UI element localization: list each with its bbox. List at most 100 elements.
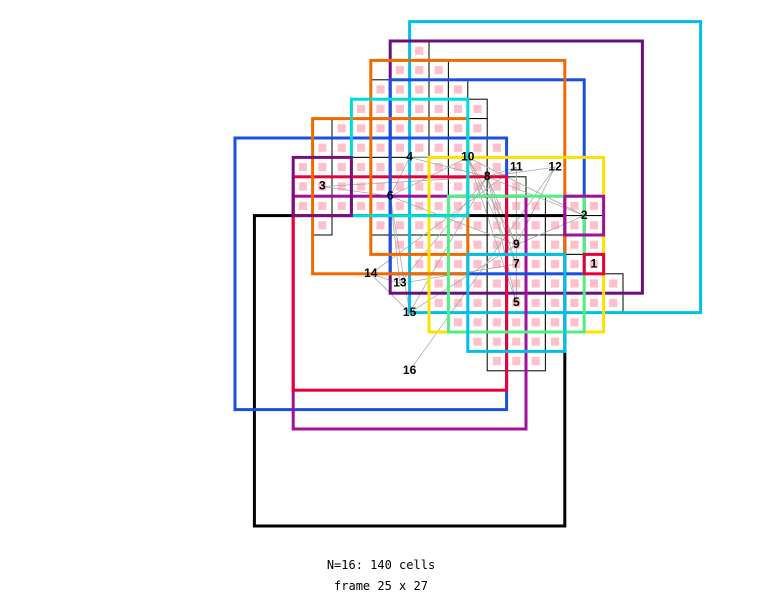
cell [428,253,449,275]
cell [564,292,585,314]
square-label-11: 11 [510,159,523,173]
cell [331,156,352,178]
cell [564,253,585,275]
cell [525,253,546,275]
square-label-10: 10 [461,150,475,164]
cell [389,234,411,255]
cell [506,312,527,333]
connector-line [389,196,401,284]
cell [486,292,508,314]
caption-cell-count: N=16: 140 cells [326,558,436,572]
connector-line [322,186,391,197]
cell [564,273,585,294]
connector-line [409,244,517,313]
cell [292,156,314,178]
cell [447,273,469,294]
square-label-9: 9 [513,237,520,251]
connector-line [370,273,401,284]
cells-layer [292,40,624,372]
cell [409,176,430,197]
cell [312,195,333,217]
cell [564,234,585,255]
cell [447,118,469,139]
square-label-4: 4 [406,150,413,164]
cell [603,292,624,314]
cell [331,118,352,139]
cell [564,312,585,333]
caption-frame-size: frame 25 x 27 [334,579,428,593]
cell [467,273,488,294]
cell [544,331,566,352]
cell [428,79,449,100]
cell [350,137,372,158]
cell [370,156,391,178]
cell [544,253,566,275]
cell [447,312,469,333]
cell [292,176,314,197]
cell [409,59,430,81]
cell [447,253,469,275]
connector-line [486,176,517,245]
cell [467,312,488,333]
cell [312,156,333,178]
cell [331,137,352,158]
cell [370,118,391,139]
cell [370,215,391,236]
cell [603,273,624,294]
cell [292,195,314,217]
connector-line [370,166,517,275]
cell [544,292,566,314]
square-label-3: 3 [319,179,326,193]
connector-line [409,166,556,372]
cell [467,234,488,255]
cell [428,292,449,314]
cell [525,312,546,333]
cell [447,234,469,255]
cell [428,59,449,81]
cell [389,79,411,100]
cell [389,118,411,139]
connector-line [486,176,517,265]
cell [467,118,488,139]
connector-line [487,166,556,178]
cell [525,350,546,372]
cell [428,156,449,178]
cell [467,98,488,120]
connector-line [399,176,488,284]
cell [447,79,469,100]
connector-lines [322,156,585,372]
connector-line [515,166,556,245]
cell [350,118,372,139]
cell [331,176,352,197]
cell [525,234,546,255]
square-outline-12 [408,20,703,315]
cell [544,312,566,333]
square-label-12: 12 [548,159,562,173]
cell [350,156,372,178]
cell [350,195,372,217]
square-label-16: 16 [403,363,417,377]
square-label-1: 1 [591,256,598,270]
cell [467,331,488,352]
connector-line [486,176,517,303]
square-label-7: 7 [513,256,520,270]
cell [486,312,508,333]
cell [409,98,430,120]
cell [370,79,391,100]
cell [486,273,508,294]
cell [409,40,430,61]
square-outline-3 [291,155,353,218]
cell [506,331,527,352]
square-outline-5 [466,252,567,353]
cell [389,98,411,120]
square-label-15: 15 [403,305,417,319]
square-label-6: 6 [387,188,394,202]
connector-line [322,176,488,187]
square-label-14: 14 [364,266,378,280]
square-outline-1 [582,252,606,276]
cell [350,98,372,120]
cell [428,118,449,139]
connector-line [467,157,517,265]
cell [409,215,430,236]
